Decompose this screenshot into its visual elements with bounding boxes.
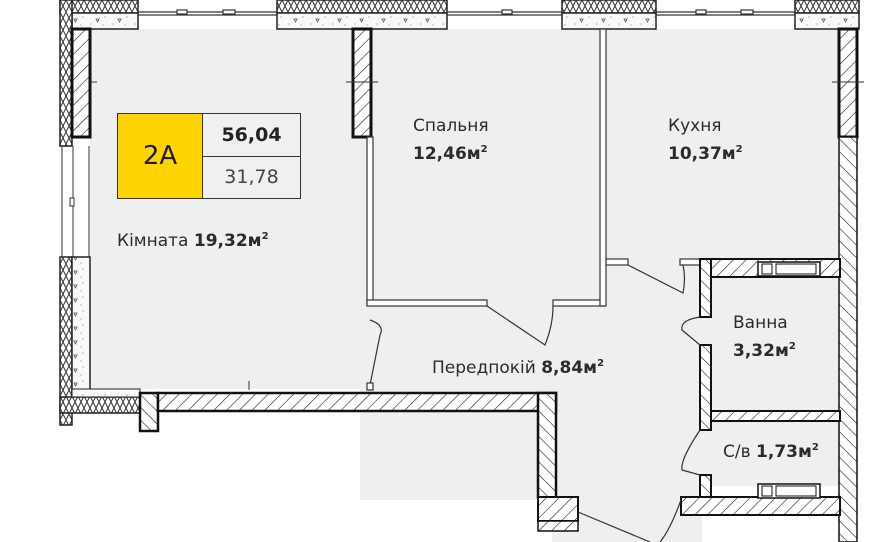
bedroom-partitions	[366, 28, 703, 307]
apartment-type-code: 2A	[118, 114, 203, 198]
floor-area	[90, 29, 840, 542]
room-label-toilet: С/в 1,73м2	[723, 442, 819, 462]
room-name: Кухня	[668, 116, 722, 136]
grid-ticks	[90, 81, 864, 390]
room-label-living-room: Кімната 19,32м2	[117, 231, 269, 251]
room-label-bathroom: Ванна 3,32м2	[733, 313, 796, 361]
room-name: Передпокій	[432, 358, 536, 378]
window-top	[138, 9, 795, 16]
doors	[366, 264, 701, 542]
bathroom-walls	[680, 258, 841, 516]
room-name: Спальня	[413, 116, 489, 136]
room-area: 10,37м	[668, 144, 736, 164]
room-name: С/в	[723, 442, 751, 462]
room-area: 3,32м	[733, 341, 789, 361]
living-area: 31,78	[224, 166, 279, 189]
room-label-bedroom: Спальня 12,46м2	[413, 116, 489, 164]
room-name: Ванна	[733, 313, 788, 333]
room-label-kitchen: Кухня 10,37м2	[668, 116, 743, 164]
room-area: 19,32м	[193, 231, 262, 251]
exterior-wall-left	[59, 0, 160, 433]
interior-wall-bottom	[156, 391, 579, 532]
apartment-badge: 2A 56,04 31,78	[117, 113, 301, 199]
exterior-wall-right	[838, 136, 858, 542]
room-area: 8,84м	[541, 358, 598, 378]
room-area: 12,46м	[413, 144, 481, 164]
room-label-hallway: Передпокій 8,84м2	[432, 358, 605, 378]
column-bedroom-left	[351, 27, 373, 139]
room-area: 1,73м	[756, 442, 812, 462]
room-name: Кімната	[117, 231, 189, 251]
exterior-wall-top	[59, 0, 860, 30]
column-right	[837, 27, 859, 139]
total-area: 56,04	[203, 114, 300, 157]
